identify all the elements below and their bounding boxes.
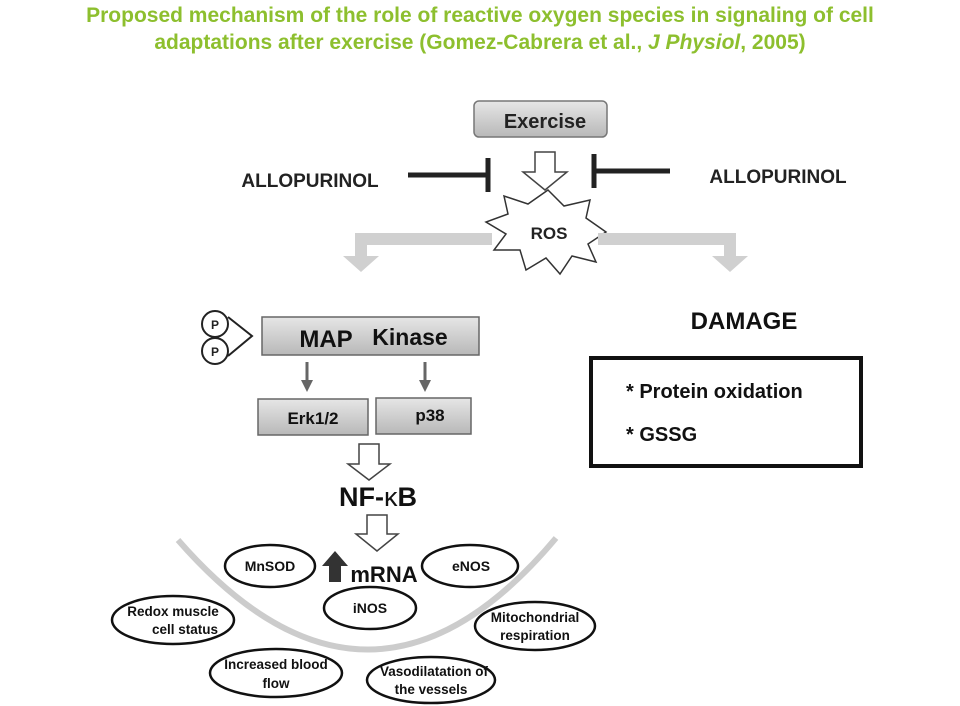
damage-box: * Protein oxidation * GSSG: [589, 356, 863, 468]
inos-label: iNOS: [353, 600, 387, 616]
vaso-label-1: Vasodilatation of: [380, 664, 489, 679]
map-kinase-label-a: MAP: [299, 326, 352, 353]
mrna-up-arrow: [322, 551, 348, 582]
enos-label: eNOS: [452, 558, 490, 574]
nfkb-label: NF-κB: [339, 482, 417, 512]
map-kinase-label-b: Kinase: [372, 324, 447, 350]
kinase-to-nfkb-arrow: [345, 443, 393, 481]
damage-item-2: * GSSG: [626, 424, 697, 446]
mito-label-1: Mitochondrial: [491, 610, 580, 625]
journal-name: J Physiol: [648, 31, 741, 54]
figure-title: Proposed mechanism of the role of reacti…: [0, 2, 960, 56]
redox-label-1: Redox muscle: [127, 604, 219, 619]
damage-item-1: * Protein oxidation: [626, 381, 803, 403]
exercise-to-ros-arrow: [520, 151, 570, 191]
blood-label-1: Increased blood: [224, 657, 328, 672]
allopurinol-right-label: ALLOPURINOL: [709, 167, 847, 188]
blood-label-2: flow: [263, 676, 290, 691]
exercise-label: Exercise: [504, 111, 586, 133]
ros-label: ROS: [531, 224, 568, 243]
erk-label: Erk1/2: [287, 409, 338, 428]
p38-label: p38: [415, 406, 444, 425]
mnsod-label: MnSOD: [245, 558, 296, 574]
mitochondrial-node: Mitochondrial respiration: [473, 600, 597, 652]
redox-label-2: cell status: [152, 622, 218, 637]
exercise-node: Exercise: [473, 100, 608, 138]
phosphate-label-1: P: [211, 318, 219, 332]
allopurinol-left-inhibitor: [408, 158, 491, 192]
title-line-2: adaptations after exercise (Gomez-Cabrer…: [0, 29, 960, 56]
mrna-label: mRNA: [350, 562, 417, 587]
title-line-2-text: adaptations after exercise (Gomez-Cabrer…: [154, 31, 649, 54]
p38-node: p38: [375, 397, 472, 435]
phosphate-circle-2: [201, 337, 229, 365]
allopurinol-left-label: ALLOPURINOL: [241, 171, 379, 192]
inos-node: iNOS: [322, 585, 418, 631]
gene-expression-curve: [175, 536, 559, 653]
nfkb-to-mrna-arrow: [353, 514, 401, 552]
damage-label: DAMAGE: [691, 308, 798, 335]
title-line-1: Proposed mechanism of the role of reacti…: [86, 4, 874, 27]
erk-node: Erk1/2: [257, 398, 369, 436]
vaso-label-2: the vessels: [395, 682, 468, 697]
phosphate-group: P P: [201, 310, 254, 365]
mnsod-node: MnSOD: [223, 543, 317, 589]
enos-node: eNOS: [420, 543, 520, 589]
vasodilatation-node: Vasodilatation of the vessels: [365, 655, 497, 705]
map-kinase-node: MAP Kinase: [261, 316, 480, 356]
redox-node: Redox muscle cell status: [110, 594, 236, 646]
title-line-2-year: , 2005): [740, 31, 806, 54]
blood-flow-node: Increased blood flow: [208, 647, 344, 699]
map-to-erk-arrow: [301, 362, 313, 392]
ros-to-damage-arrow: [598, 233, 748, 272]
ros-to-signaling-arrow: [343, 233, 492, 272]
allopurinol-right-inhibitor: [591, 154, 670, 188]
phosphate-label-2: P: [211, 345, 219, 359]
mito-label-2: respiration: [500, 628, 570, 643]
ros-node: ROS: [484, 189, 608, 276]
map-to-p38-arrow: [419, 362, 431, 392]
